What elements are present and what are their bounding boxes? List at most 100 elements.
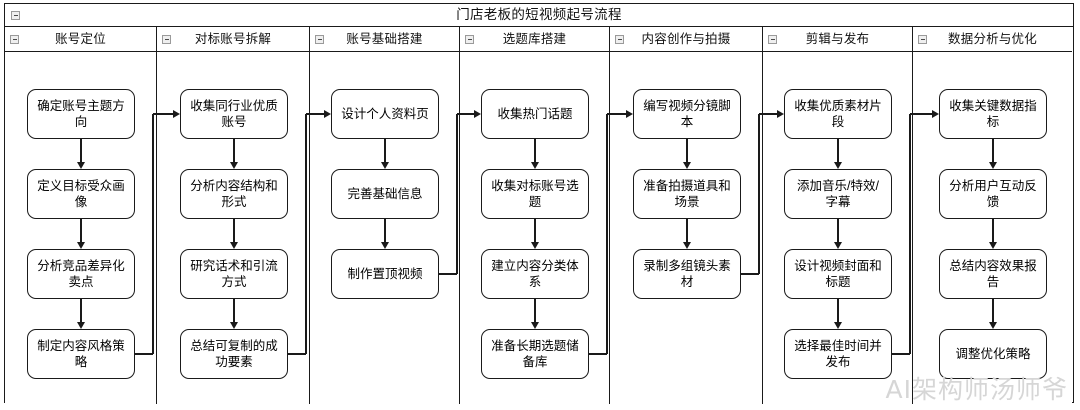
lane-body-5: 编写视频分镜脚本准备拍摄道具和场景录制多组镜头素材	[610, 52, 784, 404]
swimlane-2: 对标账号拆解收集同行业优质账号分析内容结构和形式研究话术和引流方式总结可复制的成…	[157, 27, 331, 404]
connector-line	[992, 219, 994, 243]
connector-line	[233, 139, 235, 163]
process-node[interactable]: 分析竞品差异化卖点	[27, 249, 135, 299]
lane-title: 数据分析与优化	[948, 31, 1037, 46]
connector-arrowhead	[988, 162, 997, 169]
connector-line	[837, 299, 839, 323]
process-node[interactable]: 分析内容结构和形式	[180, 169, 288, 219]
lane-link-segment	[606, 114, 608, 354]
connector-arrowhead	[229, 322, 238, 329]
process-node[interactable]: 确定账号主题方向	[27, 89, 135, 139]
lane-link-segment	[909, 114, 911, 354]
lane-link-arrowhead	[173, 109, 180, 118]
process-node[interactable]: 准备长期选题储备库	[481, 329, 589, 379]
minus-box-icon[interactable]	[768, 35, 777, 44]
connector-line	[233, 299, 235, 323]
lane-link-segment	[892, 353, 910, 355]
process-node[interactable]: 制作置顶视频	[331, 249, 439, 299]
minus-box-icon[interactable]	[162, 35, 171, 44]
lane-link-segment	[758, 114, 760, 274]
swimlane-5: 内容创作与拍摄编写视频分镜脚本准备拍摄道具和场景录制多组镜头素材	[610, 27, 784, 404]
node-label: 设计个人资料页	[341, 107, 429, 121]
minus-box-icon[interactable]	[918, 35, 927, 44]
connector-arrowhead	[530, 162, 539, 169]
lane-link-segment	[288, 353, 306, 355]
connector-arrowhead	[229, 242, 238, 249]
process-node[interactable]: 收集关键数据指标	[939, 89, 1047, 139]
process-node[interactable]: 设计视频封面和标题	[784, 249, 892, 299]
swimlane-3: 账号基础搭建设计个人资料页完善基础信息制作置顶视频	[310, 27, 481, 404]
lane-title: 剪辑与发布	[805, 31, 870, 46]
connector-arrowhead	[988, 322, 997, 329]
process-node[interactable]: 定义目标受众画像	[27, 169, 135, 219]
minus-box-icon[interactable]	[615, 35, 624, 44]
minus-box-icon[interactable]	[315, 35, 324, 44]
minus-box-icon[interactable]	[10, 35, 19, 44]
node-label: 建立内容分类体系	[491, 259, 579, 289]
node-label: 总结内容效果报告	[949, 259, 1037, 289]
connector-line	[384, 219, 386, 243]
lane-link-segment	[135, 353, 153, 355]
process-node[interactable]: 收集对标账号选题	[481, 169, 589, 219]
connector-line	[686, 219, 688, 243]
lane-link-segment	[305, 114, 307, 354]
node-label: 定义目标受众画像	[37, 179, 125, 209]
process-node[interactable]: 录制多组镜头素材	[633, 249, 741, 299]
lane-header-3[interactable]: 账号基础搭建	[310, 27, 459, 52]
lane-link-arrowhead	[777, 109, 784, 118]
lane-link-segment	[439, 273, 457, 275]
process-node[interactable]: 添加音乐/特效/字幕	[784, 169, 892, 219]
lane-link-segment	[607, 113, 626, 115]
connector-line	[534, 299, 536, 323]
node-label: 调整优化策略	[955, 347, 1031, 361]
process-node[interactable]: 建立内容分类体系	[481, 249, 589, 299]
lane-header-1[interactable]: 账号定位	[5, 27, 156, 52]
node-label: 制定内容风格策略	[37, 339, 125, 369]
process-node[interactable]: 准备拍摄道具和场景	[633, 169, 741, 219]
connector-line	[384, 139, 386, 163]
lane-header-5[interactable]: 内容创作与拍摄	[610, 27, 762, 52]
node-label: 收集热门话题	[497, 107, 573, 121]
diagram-title-bar: 门店老板的短视频起号流程	[5, 4, 1073, 27]
connector-arrowhead	[76, 162, 85, 169]
lane-header-4[interactable]: 选题库搭建	[460, 27, 609, 52]
minus-box-icon[interactable]	[11, 11, 20, 20]
process-node[interactable]: 收集优质素材片段	[784, 89, 892, 139]
lane-body-4: 收集热门话题收集对标账号选题建立内容分类体系准备长期选题储备库	[460, 52, 633, 404]
connector-arrowhead	[76, 242, 85, 249]
process-node[interactable]: 完善基础信息	[331, 169, 439, 219]
lane-link-segment	[589, 353, 607, 355]
process-node[interactable]: 收集同行业优质账号	[180, 89, 288, 139]
node-label: 分析竞品差异化卖点	[37, 259, 125, 289]
connector-arrowhead	[380, 242, 389, 249]
node-label: 分析内容结构和形式	[190, 179, 278, 209]
process-node[interactable]: 总结可复制的成功要素	[180, 329, 288, 379]
minus-box-icon[interactable]	[465, 35, 474, 44]
lane-title: 账号定位	[55, 31, 106, 46]
lane-title: 账号基础搭建	[346, 31, 423, 46]
process-node[interactable]: 分析用户互动反馈	[939, 169, 1047, 219]
connector-line	[80, 219, 82, 243]
swimlane-1: 账号定位确定账号主题方向定义目标受众画像分析竞品差异化卖点制定内容风格策略	[5, 27, 180, 404]
process-node[interactable]: 调整优化策略	[939, 329, 1047, 379]
node-label: 制作置顶视频	[347, 267, 423, 281]
connector-arrowhead	[988, 242, 997, 249]
process-node[interactable]: 研究话术和引流方式	[180, 249, 288, 299]
process-node[interactable]: 总结内容效果报告	[939, 249, 1047, 299]
process-node[interactable]: 选择最佳时间并发布	[784, 329, 892, 379]
lane-header-2[interactable]: 对标账号拆解	[157, 27, 309, 52]
process-node[interactable]: 编写视频分镜脚本	[633, 89, 741, 139]
swimlane-4: 选题库搭建收集热门话题收集对标账号选题建立内容分类体系准备长期选题储备库	[460, 27, 633, 404]
lane-title: 内容创作与拍摄	[641, 31, 731, 46]
diagram-title: 门店老板的短视频起号流程	[456, 7, 622, 23]
process-node[interactable]: 设计个人资料页	[331, 89, 439, 139]
lane-link-segment	[910, 113, 932, 115]
node-label: 设计视频封面和标题	[794, 259, 882, 289]
node-label: 分析用户互动反馈	[949, 179, 1037, 209]
connector-line	[80, 299, 82, 323]
process-node[interactable]: 制定内容风格策略	[27, 329, 135, 379]
process-node[interactable]: 收集热门话题	[481, 89, 589, 139]
lane-header-6[interactable]: 剪辑与发布	[763, 27, 912, 52]
lane-body-1: 确定账号主题方向定义目标受众画像分析竞品差异化卖点制定内容风格策略	[5, 52, 180, 404]
lane-header-7[interactable]: 数据分析与优化	[913, 27, 1072, 52]
